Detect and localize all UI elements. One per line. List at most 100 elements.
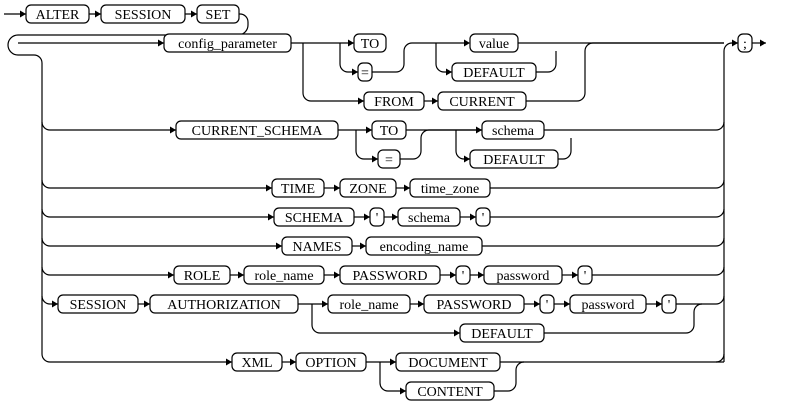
connector-27 xyxy=(536,51,557,73)
flow-arrow xyxy=(348,39,354,47)
connector-64 xyxy=(544,303,703,334)
quote-open-role: ' xyxy=(455,265,471,285)
flow-arrow xyxy=(366,126,372,134)
flow-arrow xyxy=(276,242,282,250)
keyword-schema-label: SCHEMA xyxy=(285,211,344,226)
keyword-current-schema: CURRENT_SCHEMA xyxy=(175,120,339,140)
connector-15 xyxy=(41,295,51,305)
keyword-set: SET xyxy=(196,4,240,24)
keyword-to-label: TO xyxy=(361,37,379,52)
keyword-default-auth-label: DEFAULT xyxy=(471,327,533,342)
config-parameter-term: config_parameter xyxy=(163,33,292,53)
connector-12 xyxy=(715,237,725,247)
flow-arrow xyxy=(95,10,101,18)
keyword-names-label: NAMES xyxy=(292,240,341,255)
connector-5 xyxy=(41,121,51,131)
connector-13 xyxy=(41,266,51,276)
flow-arrow xyxy=(534,300,540,308)
flow-arrow xyxy=(478,271,484,279)
flow-arrow xyxy=(390,358,396,366)
keyword-alter: ALTER xyxy=(25,4,90,24)
time-zone-term: time_zone xyxy=(409,178,491,198)
flow-arrow xyxy=(334,271,340,279)
flow-arrow xyxy=(732,39,738,47)
flow-arrow xyxy=(572,271,578,279)
connector-68 xyxy=(379,362,406,392)
keyword-xml: XML xyxy=(231,352,283,372)
keyword-zone-label: ZONE xyxy=(349,182,386,197)
flow-arrow xyxy=(464,39,470,47)
flow-arrow xyxy=(470,213,476,221)
keyword-password-label: PASSWORD xyxy=(353,269,428,284)
keyword-document: DOCUMENT xyxy=(395,352,501,372)
connector-14 xyxy=(715,266,725,276)
connector-35 xyxy=(558,138,572,160)
keyword-default-schema: DEFAULT xyxy=(469,149,559,169)
quote-open-role-label: ' xyxy=(462,269,465,284)
connector-3 xyxy=(723,42,738,362)
flow-arrow xyxy=(656,300,662,308)
flow-arrow xyxy=(290,358,296,366)
keyword-option-label: OPTION xyxy=(305,356,356,371)
keyword-alter-label: ALTER xyxy=(36,8,80,23)
flow-arrow xyxy=(364,213,370,221)
keyword-to-schema-label: TO xyxy=(380,124,398,139)
connector-25 xyxy=(435,43,452,73)
keyword-session-auth-label: SESSION xyxy=(70,298,127,313)
keyword-default: DEFAULT xyxy=(451,62,537,82)
flow-arrow xyxy=(418,300,424,308)
encoding-name-term: encoding_name xyxy=(365,236,483,256)
keyword-password-auth: PASSWORD xyxy=(423,294,525,314)
schema-term-label: schema xyxy=(492,124,535,139)
connector-10 xyxy=(715,208,725,218)
terminator-semicolon: ; xyxy=(737,33,753,53)
flow-arrow xyxy=(404,184,410,192)
role-name-term-label: role_name xyxy=(254,269,313,284)
keyword-names: NAMES xyxy=(281,236,353,256)
flow-arrow xyxy=(392,213,398,221)
connector-69 xyxy=(494,361,525,392)
flow-arrow xyxy=(454,329,460,337)
operator-equals-label: = xyxy=(361,66,369,81)
role-name-term-auth-label: role_name xyxy=(339,298,398,313)
keyword-content-label: CONTENT xyxy=(417,385,483,400)
flow-arrow xyxy=(20,10,26,18)
role-name-term-auth: role_name xyxy=(327,294,411,314)
quote-close-schema: ' xyxy=(475,207,491,227)
keyword-option: OPTION xyxy=(295,352,367,372)
connector-6 xyxy=(715,121,725,131)
password-term-label: password xyxy=(497,269,550,284)
keyword-xml-label: XML xyxy=(241,356,272,371)
keyword-password-auth-label: PASSWORD xyxy=(437,298,512,313)
connector-11 xyxy=(41,237,51,247)
connector-lines xyxy=(4,10,766,395)
value-term-label: value xyxy=(479,37,509,52)
keyword-role-label: ROLE xyxy=(184,269,221,284)
keyword-default-label: DEFAULT xyxy=(463,66,525,81)
flow-arrow xyxy=(191,10,197,18)
quote-open-schema: ' xyxy=(369,207,385,227)
quote-close-auth: ' xyxy=(661,294,677,314)
connector-8 xyxy=(715,179,725,189)
flow-arrow xyxy=(358,97,364,105)
keyword-zone: ZONE xyxy=(339,178,397,198)
terminator-semicolon-label: ; xyxy=(743,37,747,52)
keyword-content: CONTENT xyxy=(405,381,495,401)
config-parameter-term-label: config_parameter xyxy=(178,37,277,52)
encoding-name-term-label: encoding_name xyxy=(380,240,469,255)
keyword-from-label: FROM xyxy=(374,95,414,110)
flow-arrow xyxy=(464,155,470,163)
flow-arrow xyxy=(334,184,340,192)
connector-7 xyxy=(41,179,51,189)
keyword-default-auth: DEFAULT xyxy=(459,323,545,343)
password-term-auth-label: password xyxy=(582,298,635,313)
flow-arrow xyxy=(400,387,406,395)
keyword-current-label: CURRENT xyxy=(449,95,515,110)
role-name-term: role_name xyxy=(243,265,325,285)
schema-term: schema xyxy=(481,120,545,140)
flow-arrow xyxy=(322,300,328,308)
connector-33 xyxy=(455,130,470,160)
time-zone-term-label: time_zone xyxy=(421,182,479,197)
